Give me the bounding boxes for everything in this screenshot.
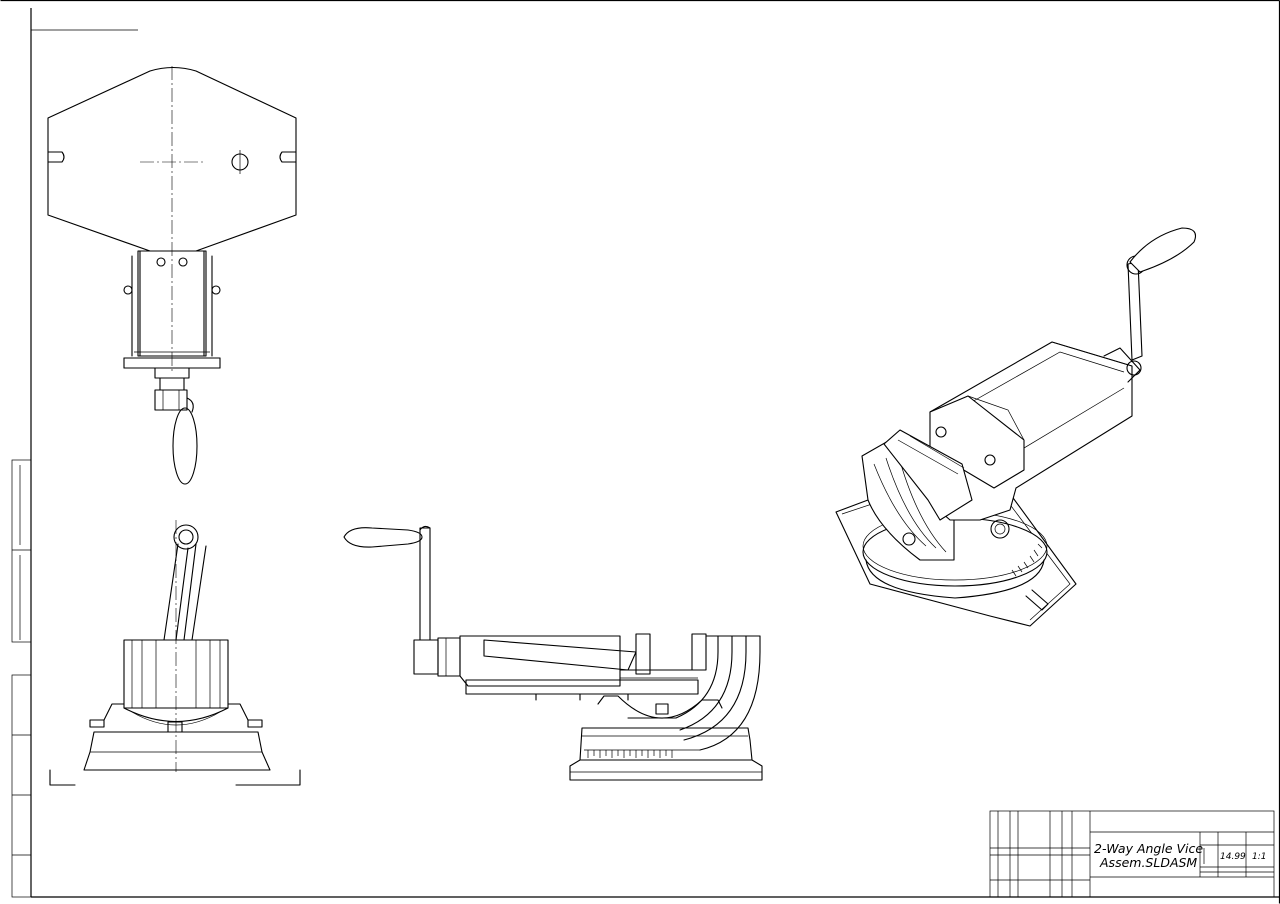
mass-value: 14.99 [1220,852,1246,862]
scale-value: 1:1 [1252,852,1266,862]
end-view [49,520,301,786]
drawing-file-name: Assem.SLDASM [1099,855,1197,870]
side-view [343,525,763,781]
drawing-title: 2-Way Angle Vice [1094,841,1203,856]
vice-body-top [123,250,221,485]
isometric-view [835,227,1197,627]
crank-handle-grip [343,527,423,548]
iso-crank-grip [1129,227,1197,273]
title-block: 2-Way Angle Vice Assem.SLDASM 14.99 1:1 [989,810,1275,898]
iso-scale-ticks [1011,543,1043,577]
left-stamp-strip [11,459,32,898]
top-view [47,66,297,485]
angle-scale-ticks [587,750,673,758]
